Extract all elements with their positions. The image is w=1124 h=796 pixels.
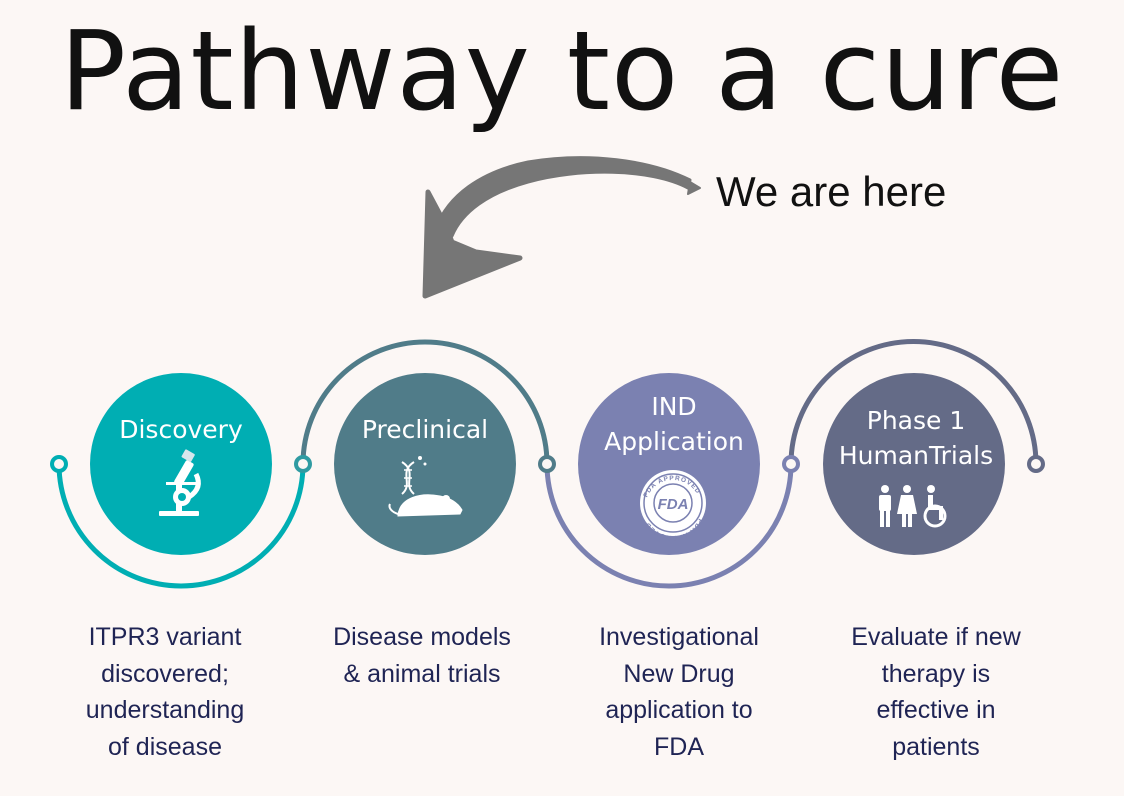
step-description-preclinical: Disease models & animal trials [333, 623, 511, 688]
people-accessibility-icon [879, 485, 947, 528]
connector-arc-2 [300, 339, 550, 465]
we-are-here-arrow [422, 156, 701, 299]
connector-node [782, 455, 800, 473]
step-circle-phase1 [823, 373, 1005, 555]
we-are-here-label: We are here [716, 168, 947, 215]
connector-node [538, 455, 556, 473]
step-label-ind: IND Application [604, 392, 744, 456]
step-circle-discovery [90, 373, 272, 555]
step-description-discovery: ITPR3 variant discovered; understanding … [85, 623, 245, 761]
step-label-preclinical: Preclinical [361, 415, 489, 444]
fda-approved-seal-icon: FDA FDA APPROVED FDA APPROVED [640, 470, 706, 541]
connector-arc-4 [788, 339, 1039, 465]
microscope-icon [159, 449, 201, 516]
connector-node [294, 455, 312, 473]
fda-seal-text: FDA [658, 496, 689, 513]
step-description-phase1: Evaluate if new therapy is effective in … [851, 623, 1021, 761]
connector-arc-1 [56, 463, 306, 589]
connector-arc-3 [544, 463, 794, 589]
step-label-phase1: Phase 1 HumanTrials [838, 406, 994, 470]
dna-mouse-icon [388, 456, 463, 517]
step-label-discovery: Discovery [119, 415, 243, 444]
step-circle-ind [578, 373, 760, 555]
connector-node [1027, 455, 1045, 473]
step-description-ind: Investigational New Drug application to … [599, 623, 759, 761]
connector-node [50, 455, 68, 473]
page-title: Pathway to a cure [59, 7, 1065, 135]
